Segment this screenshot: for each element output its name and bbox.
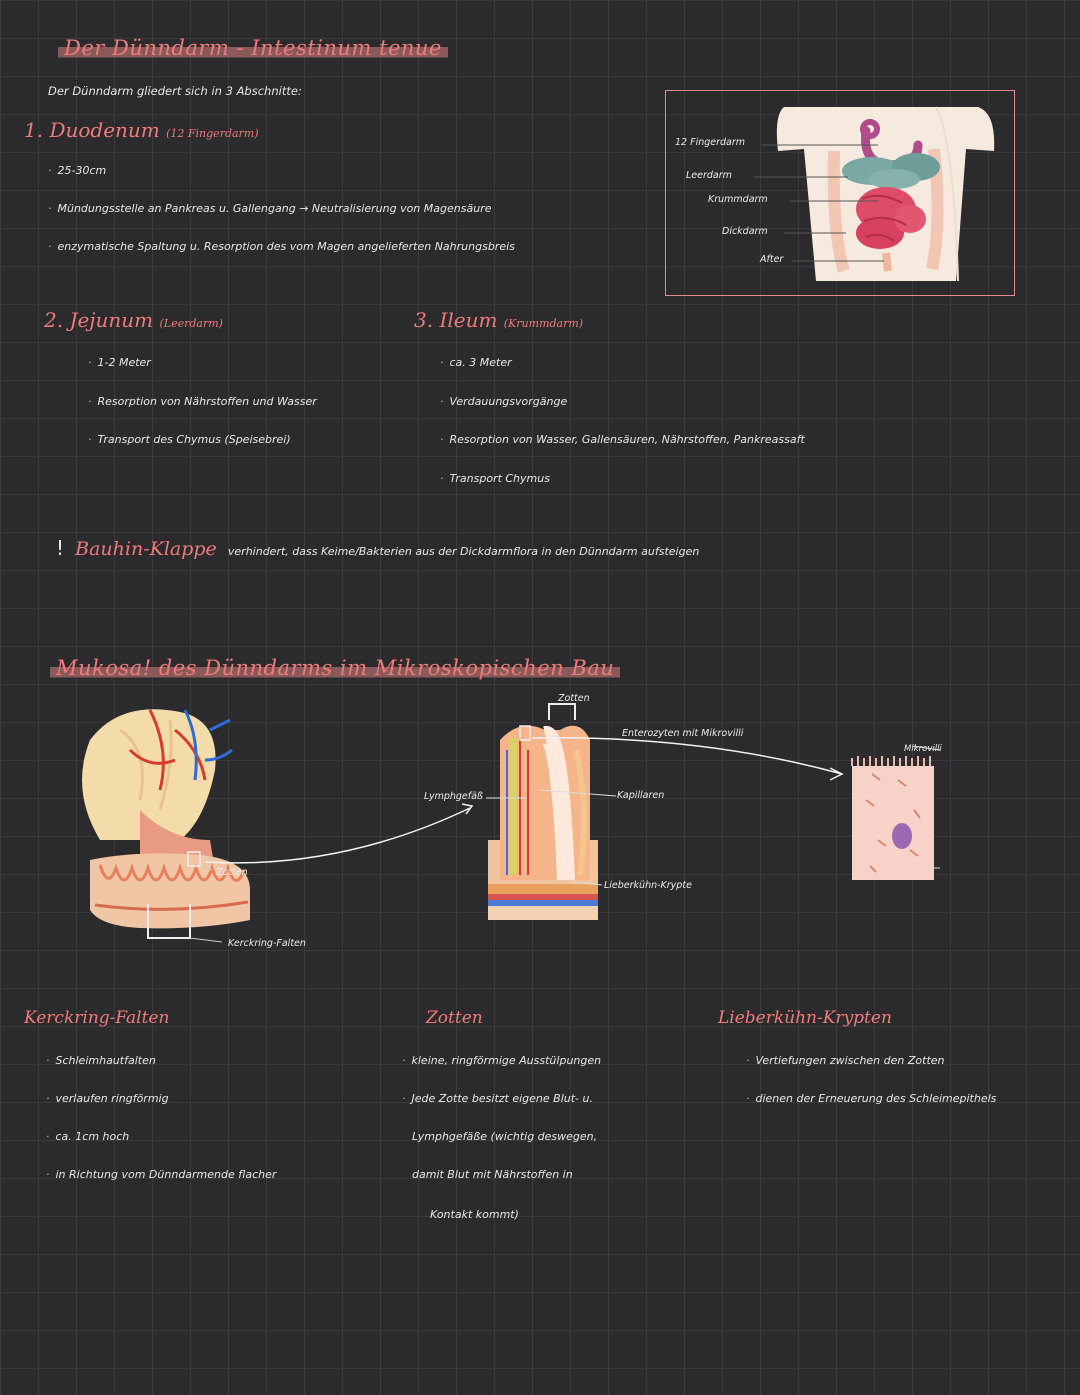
bauhin-text: verhindert, dass Keime/Bakterien aus der… — [227, 545, 700, 558]
lieberkuehn-point-1: Vertiefungen zwischen den Zotten — [746, 1054, 945, 1067]
zotten-heading: Zotten — [426, 1008, 483, 1028]
duodenum-heading: 1. Duodenum (12 Fingerdarm) — [24, 118, 259, 142]
jejunum-subheading: (Leerdarm) — [159, 317, 223, 330]
jejunum-point-1: 1-2 Meter — [88, 356, 151, 369]
label-mikrovilli: Mikrovilli — [904, 744, 942, 754]
intro-text: Der Dünndarm gliedert sich in 3 Abschnit… — [48, 84, 302, 98]
ileum-point-3: Resorption von Wasser, Gallensäuren, Näh… — [440, 433, 805, 446]
label-lymphgefaess: Lymphgefäß — [424, 791, 483, 802]
label-kerckring: Kerckring-Falten — [228, 938, 306, 949]
kerckring-point-4: in Richtung vom Dünndarmende flacher — [46, 1168, 277, 1181]
ileum-subheading: (Krummdarm) — [503, 317, 584, 330]
jejunum-heading: 2. Jejunum (Leerdarm) — [44, 308, 223, 332]
lieberkuehn-point-2: dienen der Erneuerung des Schleimepithel… — [746, 1092, 997, 1105]
exclamation-mark: ! — [56, 536, 65, 560]
bauhin-heading: Bauhin-Klappe — [75, 538, 217, 560]
jejunum-heading-text: 2. Jejunum — [44, 308, 154, 332]
bauhin-line: ! Bauhin-Klappe verhindert, dass Keime/B… — [56, 536, 699, 560]
label-leerdarm: Leerdarm — [686, 170, 732, 181]
zotten-line-4: damit Blut mit Nährstoffen in — [412, 1168, 573, 1181]
label-dickdarm: Dickdarm — [722, 226, 768, 237]
page-title-text: Der Dünndarm - Intestinum tenue — [58, 36, 448, 60]
intestine-figure-frame — [665, 90, 1015, 296]
zotten-line-3: Lymphgefäße (wichtig deswegen, — [412, 1130, 598, 1143]
duodenum-point-1: 25-30cm — [48, 164, 107, 177]
ileum-heading-text: 3. Ileum — [414, 308, 498, 332]
ileum-point-2: Verdauungsvorgänge — [440, 395, 568, 408]
label-lieberkuehn: Lieberkühn-Krypte — [604, 880, 692, 891]
duodenum-point-2: Mündungsstelle an Pankreas u. Gallengang… — [48, 202, 492, 215]
zotten-line-2: Jede Zotte besitzt eigene Blut- u. — [402, 1092, 593, 1105]
kerckring-heading: Kerckring-Falten — [24, 1008, 170, 1028]
ileum-point-4: Transport Chymus — [440, 472, 550, 485]
mukosa-title-text: Mukosa! des Dünndarms im Mikroskopischen… — [50, 656, 621, 680]
duodenum-heading-text: 1. Duodenum — [24, 118, 160, 142]
lieberkuehn-heading: Lieberkühn-Krypten — [718, 1008, 892, 1028]
mucosa-illustration — [82, 703, 941, 943]
ileum-heading: 3. Ileum (Krummdarm) — [414, 308, 583, 332]
ileum-point-1: ca. 3 Meter — [440, 356, 512, 369]
zotten-line-1: kleine, ringförmige Ausstülpungen — [402, 1054, 602, 1067]
duodenum-point-3: enzymatische Spaltung u. Resorption des … — [48, 240, 515, 253]
label-kapillaren: Kapillaren — [617, 790, 665, 801]
label-zotten-b: Zotten — [558, 693, 590, 704]
intestine-illustration — [754, 106, 995, 282]
label-enterozyten: Enterozyten mit Mikrovilli — [622, 728, 744, 739]
jejunum-point-2: Resorption von Nährstoffen und Wasser — [88, 395, 317, 408]
zotten-line-5: Kontakt kommt) — [430, 1208, 519, 1221]
mukosa-title: Mukosa! des Dünndarms im Mikroskopischen… — [50, 656, 621, 680]
label-krummdarm: Krummdarm — [708, 194, 768, 205]
page-title: Der Dünndarm - Intestinum tenue — [58, 36, 448, 60]
jejunum-point-3: Transport des Chymus (Speisebrei) — [88, 433, 291, 446]
kerckring-point-2: verlaufen ringförmig — [46, 1092, 169, 1105]
duodenum-subheading: (12 Fingerdarm) — [166, 127, 259, 140]
label-zotten-a: Zotten — [216, 867, 248, 878]
label-fingerdarm: 12 Fingerdarm — [675, 137, 746, 148]
label-after: After — [760, 254, 784, 265]
kerckring-point-1: Schleimhautfalten — [46, 1054, 156, 1067]
kerckring-point-3: ca. 1cm hoch — [46, 1130, 130, 1143]
